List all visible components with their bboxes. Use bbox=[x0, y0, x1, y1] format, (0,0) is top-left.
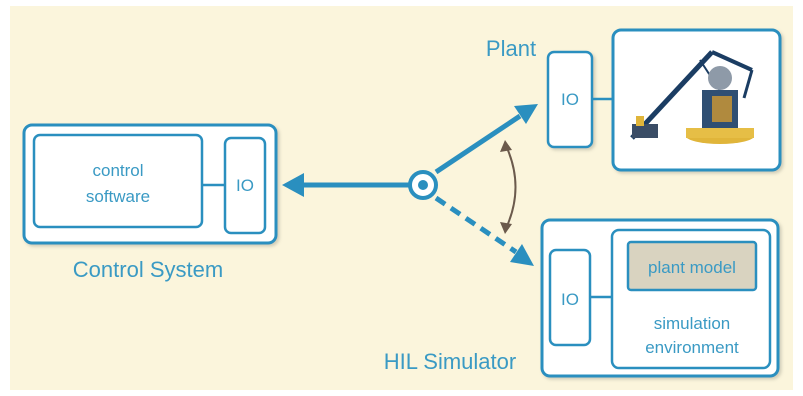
arrow-to-plant-line bbox=[434, 113, 522, 175]
rig-base bbox=[686, 128, 754, 138]
rig-panel bbox=[712, 96, 732, 122]
rig-upper-arm bbox=[711, 50, 753, 72]
control-system-block: control software IO Control System bbox=[22, 123, 278, 282]
arrow-to-plant-head bbox=[514, 104, 538, 124]
switch-connections bbox=[282, 104, 538, 266]
plant-io-label: IO bbox=[561, 90, 579, 109]
rig-arm-support bbox=[742, 69, 754, 99]
control-software-box bbox=[32, 133, 204, 229]
plant-image-box bbox=[611, 28, 782, 172]
control-system-title: Control System bbox=[73, 257, 223, 282]
switch-curve-head-top bbox=[500, 140, 512, 152]
control-io-label: IO bbox=[236, 176, 254, 195]
rig-cab bbox=[632, 124, 658, 138]
plant-model-label: plant model bbox=[648, 258, 736, 277]
hil-simulator-block: IO plant model simulation environment HI… bbox=[384, 218, 780, 378]
hil-io-label: IO bbox=[561, 290, 579, 309]
simulation-environment-label-1: simulation bbox=[654, 314, 731, 333]
rig-cab-light bbox=[636, 116, 644, 126]
plant-title: Plant bbox=[486, 36, 536, 61]
hil-simulator-title: HIL Simulator bbox=[384, 349, 516, 374]
plant-block: Plant IO bbox=[486, 28, 782, 172]
drilling-rig-illustration bbox=[630, 50, 754, 144]
switch-curve bbox=[506, 147, 517, 227]
rig-drum bbox=[708, 66, 732, 90]
arrow-to-control-head bbox=[282, 173, 304, 197]
control-software-label-1: control bbox=[92, 161, 143, 180]
rig-boom bbox=[630, 50, 714, 140]
switch-curve-head-bottom bbox=[500, 222, 512, 234]
simulation-environment-label-2: environment bbox=[645, 338, 739, 357]
switch-pivot-center bbox=[418, 180, 428, 190]
arrow-to-hil-head bbox=[510, 244, 534, 266]
control-software-label-2: software bbox=[86, 187, 150, 206]
arrow-to-hil-line bbox=[434, 195, 518, 255]
plant-model-box bbox=[626, 240, 758, 292]
